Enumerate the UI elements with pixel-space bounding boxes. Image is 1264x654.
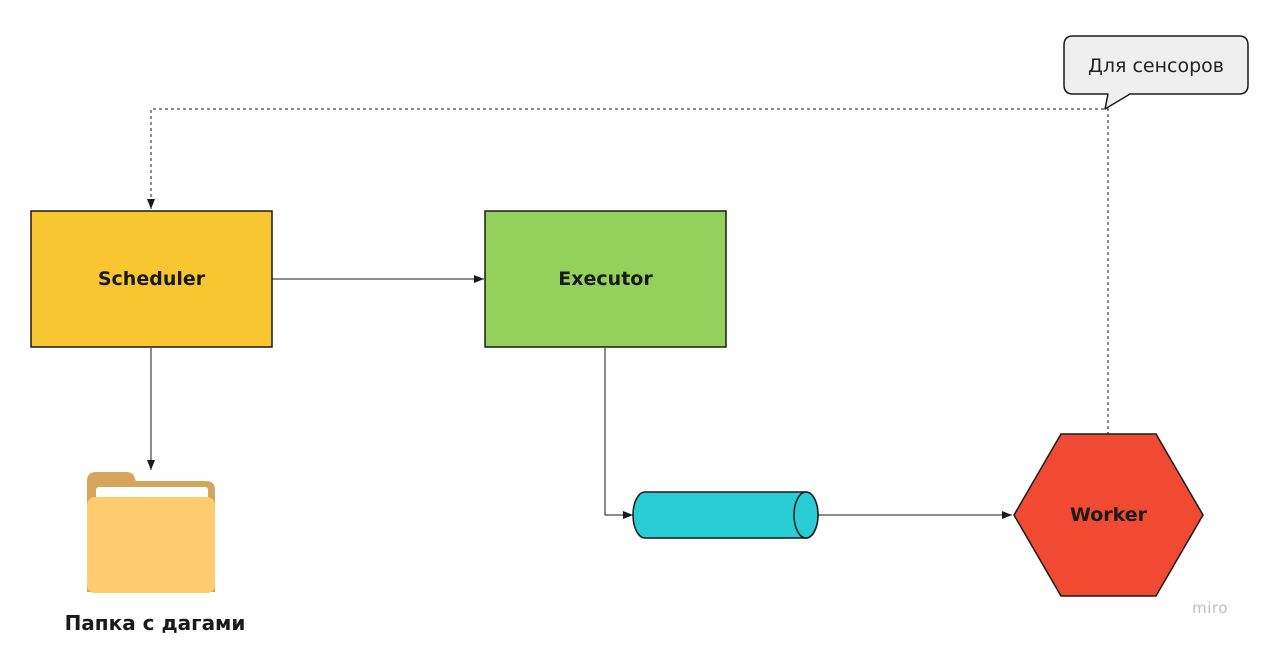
scheduler-node[interactable]: Scheduler xyxy=(30,210,273,348)
edge-worker-to-scheduler xyxy=(147,108,1109,435)
callout-bubble[interactable]: Для сенсоров xyxy=(1063,35,1249,110)
worker-node[interactable]: Worker xyxy=(1013,433,1204,597)
folder-caption: Папка с дагами xyxy=(65,611,246,635)
folder-icon xyxy=(87,472,215,593)
queue-node[interactable] xyxy=(632,491,819,539)
scheduler-label: Scheduler xyxy=(98,268,206,290)
miro-watermark: miro xyxy=(1192,599,1228,617)
callout-text: Для сенсоров xyxy=(1088,55,1224,77)
executor-node[interactable]: Executor xyxy=(484,210,727,348)
edge-executor-to-queue xyxy=(604,348,633,519)
queue-cylinder-cap xyxy=(793,491,819,539)
executor-label: Executor xyxy=(558,268,653,290)
worker-label: Worker xyxy=(1070,504,1148,526)
queue-cylinder-body xyxy=(632,491,819,539)
